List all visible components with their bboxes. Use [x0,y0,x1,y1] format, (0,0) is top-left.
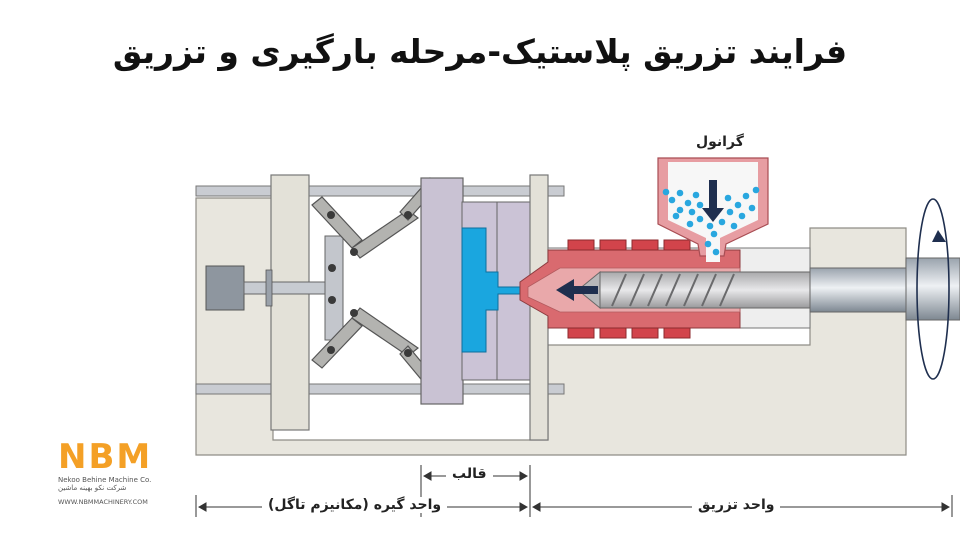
moving-platen [420,177,464,405]
diagram-title: فرایند تزریق پلاستیک-مرحله بارگیری و تزر… [112,32,848,71]
hydraulic-cylinder [205,265,245,311]
rear-platen [270,174,310,431]
screw-flights [611,273,735,307]
piston-rod [243,281,333,295]
tie-bar-top [195,185,565,197]
toggle-links [311,177,439,391]
rotation-indicator [916,198,950,380]
drive-shaft [809,267,907,313]
rotation-arrow-icon [932,230,946,242]
logo-company-fa: شرکت نکو بهینه ماشین [58,484,127,492]
toggle-pins [327,184,434,386]
company-logo: NBM Nekoo Behine Machine Co. شرکت نکو به… [58,440,178,506]
injection-arrow [556,279,598,301]
injection-unit-label: واحد تزریق [692,497,781,513]
granule-label: گرانول [690,134,750,150]
crosshead [324,235,344,341]
mold-label: قالب [446,466,493,482]
rod-guide [265,269,273,307]
logo-website: WWW.NBMMACHINERY.COM [58,498,148,506]
granules [662,186,760,256]
tie-bar-bottom [195,383,565,395]
heater-bands [567,239,691,339]
logo-company-en: Nekoo Behine Machine Co. [58,476,152,484]
screw [599,271,811,309]
logo-mark: NBM [58,437,153,477]
clamping-unit-label: واحد گیره (مکانیزم تاگل) [262,497,448,513]
drive-motor [905,257,960,321]
feed-arrow [702,180,724,222]
